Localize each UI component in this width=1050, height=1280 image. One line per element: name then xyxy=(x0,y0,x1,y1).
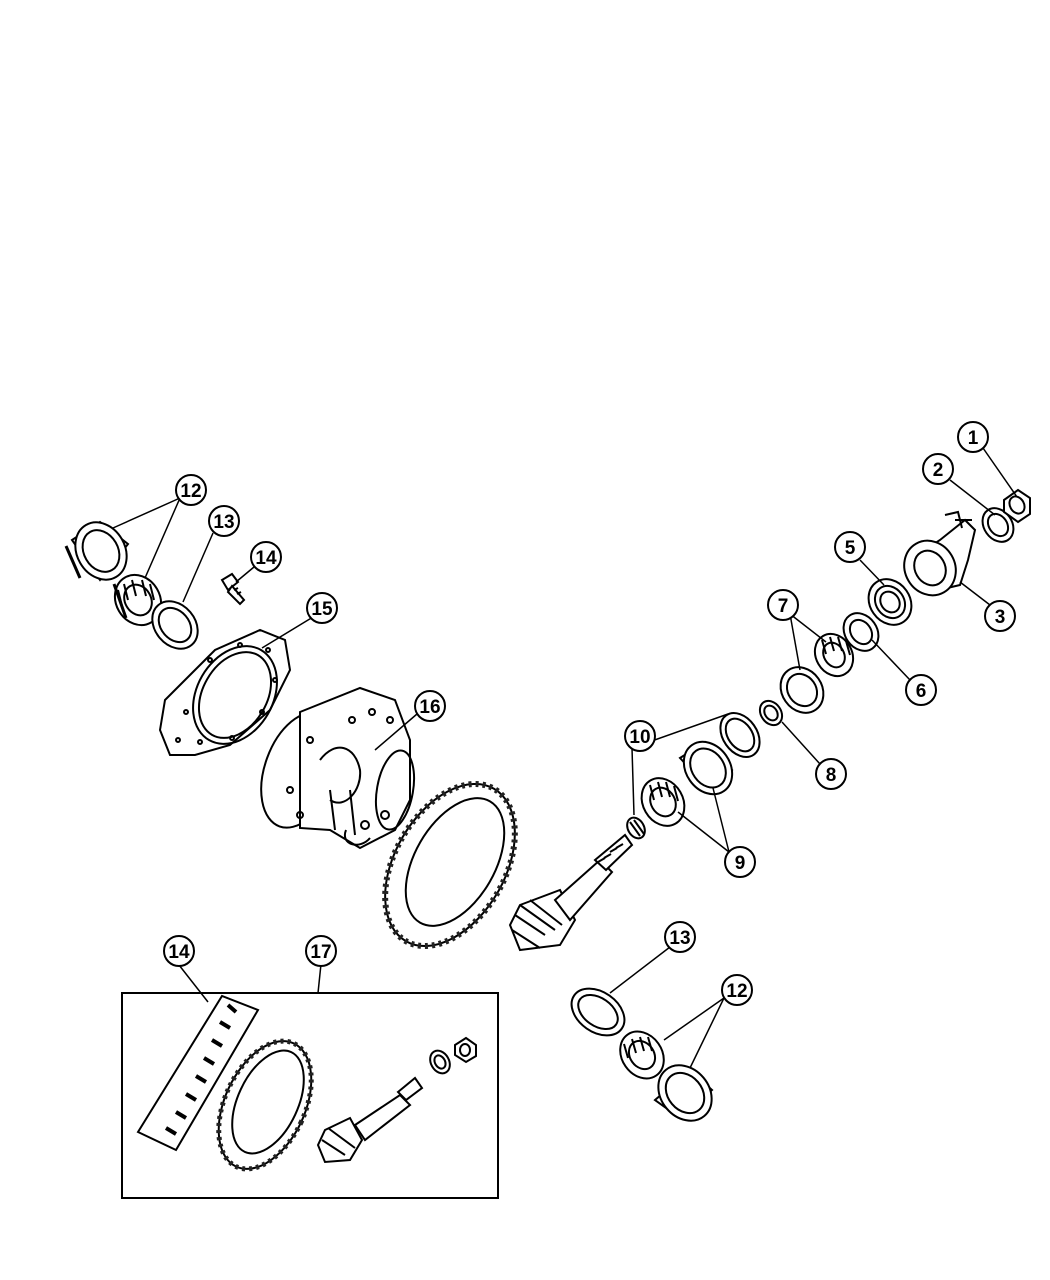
svg-text:12: 12 xyxy=(726,981,747,1002)
svg-text:16: 16 xyxy=(419,697,440,718)
svg-text:7: 7 xyxy=(778,596,789,617)
callout-5: 5 xyxy=(835,532,865,562)
callout-16: 16 xyxy=(415,691,445,721)
companion-yoke xyxy=(894,512,975,605)
outer-bearing-cone xyxy=(807,627,860,683)
callouts: 1 2 3 5 6 7 8 9 10 12 12 13 13 14 14 15 … xyxy=(164,422,1015,1005)
ring-gear xyxy=(358,761,541,968)
callout-3: 3 xyxy=(985,601,1015,631)
svg-text:6: 6 xyxy=(916,681,927,702)
callout-7: 7 xyxy=(768,590,798,620)
pinion-bearing-cup xyxy=(674,732,742,803)
callout-10: 10 xyxy=(625,721,655,751)
spacer-ring xyxy=(755,697,786,730)
kit-nut xyxy=(455,1038,476,1062)
washer xyxy=(836,606,885,657)
svg-text:1: 1 xyxy=(968,428,979,449)
svg-text:14: 14 xyxy=(255,548,277,569)
bearing-cone-left xyxy=(106,566,170,633)
shim-left xyxy=(143,592,207,658)
kit-spacer xyxy=(426,1047,454,1077)
svg-text:13: 13 xyxy=(669,928,690,949)
pinion-gear xyxy=(510,835,632,950)
callout-8: 8 xyxy=(816,759,846,789)
callout-2: 2 xyxy=(923,454,953,484)
svg-text:15: 15 xyxy=(311,599,333,620)
svg-text:14: 14 xyxy=(168,942,190,963)
pinion-bearing-cone xyxy=(633,770,693,833)
differential-case xyxy=(247,688,420,848)
shim-right xyxy=(563,979,633,1045)
collapsible-spacer xyxy=(624,814,649,841)
callout-9: 9 xyxy=(725,847,755,877)
callout-13-top: 13 xyxy=(209,506,239,536)
svg-text:9: 9 xyxy=(735,853,746,874)
gear-kit-box xyxy=(122,993,498,1198)
outer-bearing-cup xyxy=(772,659,832,721)
callout-12-top: 12 xyxy=(176,475,206,505)
bolt-strip xyxy=(138,996,258,1150)
svg-text:2: 2 xyxy=(933,460,944,481)
bolt-top xyxy=(222,574,244,604)
callout-14-top: 14 xyxy=(251,542,281,572)
kit-pinion-gear xyxy=(318,1078,422,1162)
callout-17: 17 xyxy=(306,936,336,966)
differential-gasket xyxy=(160,630,294,759)
svg-text:10: 10 xyxy=(629,727,650,748)
kit-ring-gear xyxy=(200,1026,330,1183)
leader-lines xyxy=(113,448,1017,1068)
svg-text:12: 12 xyxy=(180,481,201,502)
bearing-cup-right xyxy=(647,1055,722,1132)
callout-14-box: 14 xyxy=(164,936,194,966)
callout-15: 15 xyxy=(307,593,337,623)
callout-12-bottom: 12 xyxy=(722,975,752,1005)
svg-text:13: 13 xyxy=(213,512,234,533)
pinion-nut xyxy=(1004,490,1030,522)
callout-6: 6 xyxy=(906,675,936,705)
bearing-cone-right xyxy=(611,1023,672,1087)
callout-1: 1 xyxy=(958,422,988,452)
svg-text:3: 3 xyxy=(995,607,1006,628)
svg-text:17: 17 xyxy=(310,942,331,963)
pinion-seal xyxy=(860,571,920,633)
bearing-cup-left xyxy=(65,513,137,589)
svg-text:8: 8 xyxy=(826,765,837,786)
svg-text:5: 5 xyxy=(845,538,856,559)
callout-13-bottom: 13 xyxy=(665,922,695,952)
